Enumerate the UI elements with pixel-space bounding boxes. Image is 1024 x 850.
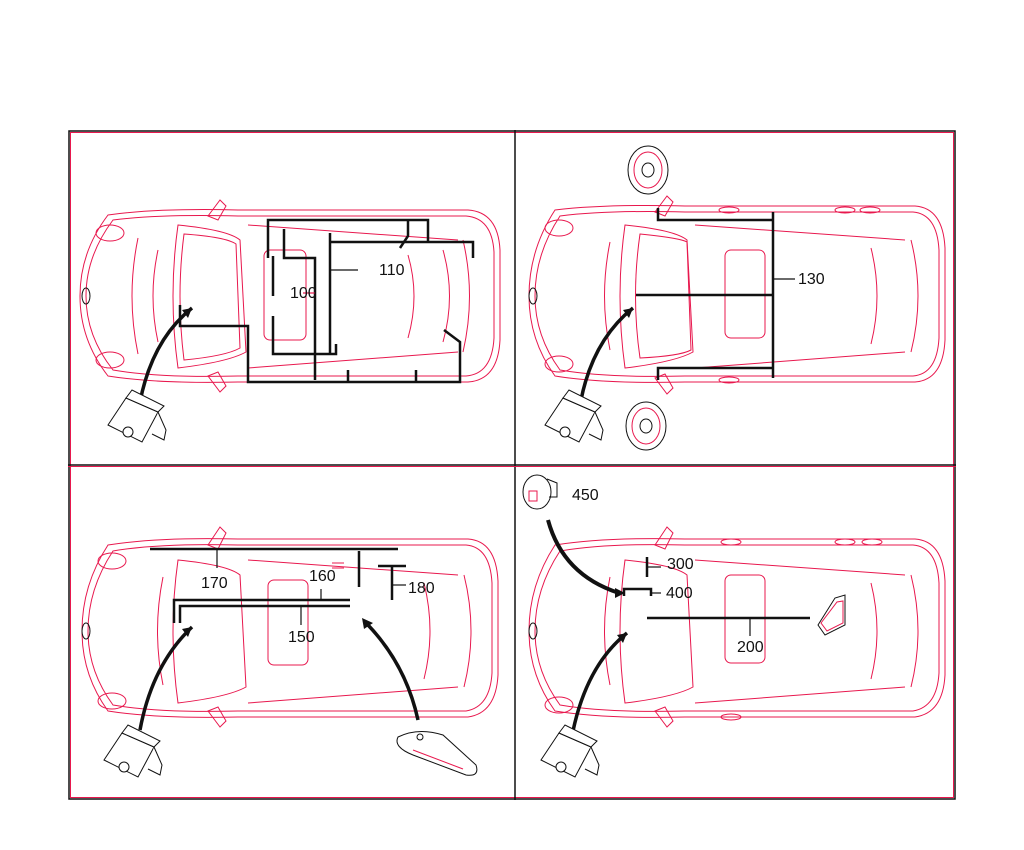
- car-outline-bottom-left: [81, 526, 499, 778]
- callout-130: 130: [798, 271, 825, 288]
- control-unit-icon: [107, 389, 167, 443]
- control-unit-icon: [544, 389, 604, 443]
- frame-border: [68, 130, 956, 800]
- callout-400: 400: [666, 585, 693, 602]
- speaker-front-left-icon: [627, 145, 669, 195]
- panel-bottom-left: 170 160 180 150: [68, 465, 515, 800]
- callout-450: 450: [572, 487, 599, 504]
- callout-160: 160: [309, 568, 336, 585]
- display-screen-icon: [817, 594, 846, 636]
- antenna-module-icon: [522, 474, 558, 510]
- panel-top-left: 100 110: [68, 130, 515, 465]
- callout-100: 100: [290, 285, 317, 302]
- car-outline-top-left: [79, 199, 501, 443]
- diagram-frame: 100 110: [68, 130, 956, 800]
- control-unit-icon: [103, 724, 163, 778]
- callout-180: 180: [408, 580, 435, 597]
- roof-module-icon: [396, 731, 478, 776]
- control-unit-icon: [540, 724, 600, 778]
- callout-110: 110: [379, 262, 405, 279]
- callout-170: 170: [201, 575, 228, 592]
- car-outline-bottom-right: [522, 474, 946, 778]
- callout-150: 150: [288, 629, 315, 646]
- callout-300: 300: [667, 556, 694, 573]
- panel-bottom-right: 450 300 400 200: [515, 465, 956, 800]
- speaker-front-right-icon: [625, 401, 667, 451]
- panel-top-right: 130: [515, 130, 956, 465]
- callout-200: 200: [737, 639, 764, 656]
- car-outline-top-right: [528, 145, 946, 451]
